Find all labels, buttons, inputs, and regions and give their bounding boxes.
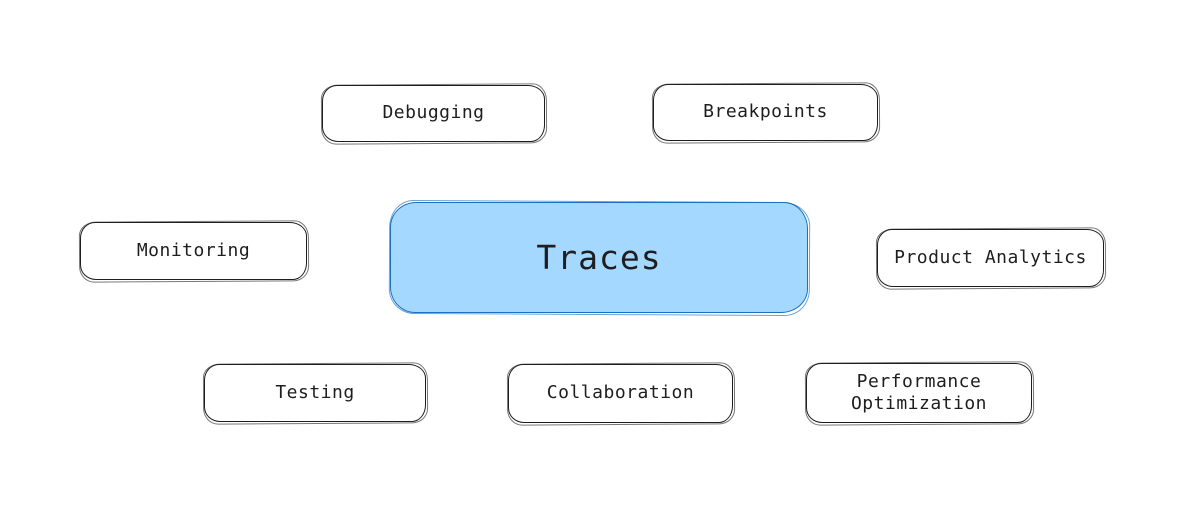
node-debugging-label: Debugging (382, 102, 485, 124)
node-traces-center[interactable]: Traces (390, 202, 808, 313)
node-collaboration[interactable]: Collaboration (508, 364, 733, 423)
node-performance-optimization[interactable]: Performance Optimization (806, 363, 1032, 423)
node-traces-label: Traces (536, 237, 662, 277)
node-testing[interactable]: Testing (204, 364, 426, 422)
node-collaboration-label: Collaboration (546, 382, 695, 404)
node-debugging[interactable]: Debugging (322, 85, 545, 142)
node-product-analytics[interactable]: Product Analytics (877, 229, 1104, 287)
node-monitoring[interactable]: Monitoring (80, 222, 307, 280)
node-breakpoints[interactable]: Breakpoints (653, 84, 878, 141)
node-breakpoints-label: Breakpoints (703, 101, 828, 123)
node-product-analytics-label: Product Analytics (894, 246, 1087, 268)
node-performance-optimization-label: Performance Optimization (850, 370, 988, 415)
node-testing-label: Testing (275, 381, 355, 403)
node-monitoring-label: Monitoring (136, 239, 251, 261)
